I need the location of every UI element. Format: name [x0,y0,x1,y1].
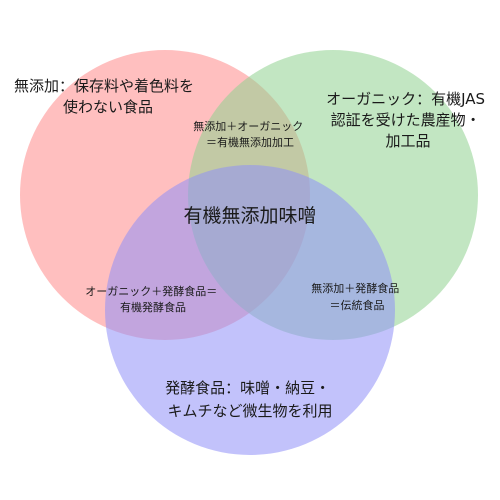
label-fermented: 発酵食品：味噌・納豆・ キムチなど微生物を利用 [165,379,335,420]
overlap-additive-organic-line: ＝有機無添加加工 [206,135,294,149]
overlap-organic-fermented: オーガニック＋発酵食品＝ 有機発酵食品 [85,284,221,314]
overlap-organic-fermented-line: オーガニック＋発酵食品＝ [85,284,217,298]
center-label: 有機無添加味噌 [183,205,316,227]
overlap-organic-fermented-line: 有機発酵食品 [120,300,186,314]
overlap-additive-fermented-line: ＝伝統食品 [330,298,385,312]
circle-fermented [105,165,395,455]
label-organic: オーガニック：有機JAS 認証を受けた農産物・ 加工品 [326,90,490,150]
label-additive-free-line: 無添加：保存料や着色料を [14,77,194,95]
overlap-additive-organic-line: 無添加＋オーガニック [193,119,303,133]
label-fermented-line: キムチなど微生物を利用 [167,402,332,420]
label-additive-free-line: 使わない食品 [63,98,153,116]
overlap-additive-fermented-line: 無添加＋発酵食品 [311,281,399,295]
label-organic-line: 認証を受けた農産物・ [331,111,481,129]
label-fermented-line: 発酵食品：味噌・納豆・ [165,379,330,397]
label-organic-line: 加工品 [385,132,430,150]
label-organic-line: オーガニック：有機JAS [326,90,485,108]
overlap-additive-organic: 無添加＋オーガニック ＝有機無添加加工 [193,119,307,149]
overlap-additive-fermented: 無添加＋発酵食品 ＝伝統食品 [311,281,403,312]
label-additive-free: 無添加：保存料や着色料を 使わない食品 [14,77,199,116]
